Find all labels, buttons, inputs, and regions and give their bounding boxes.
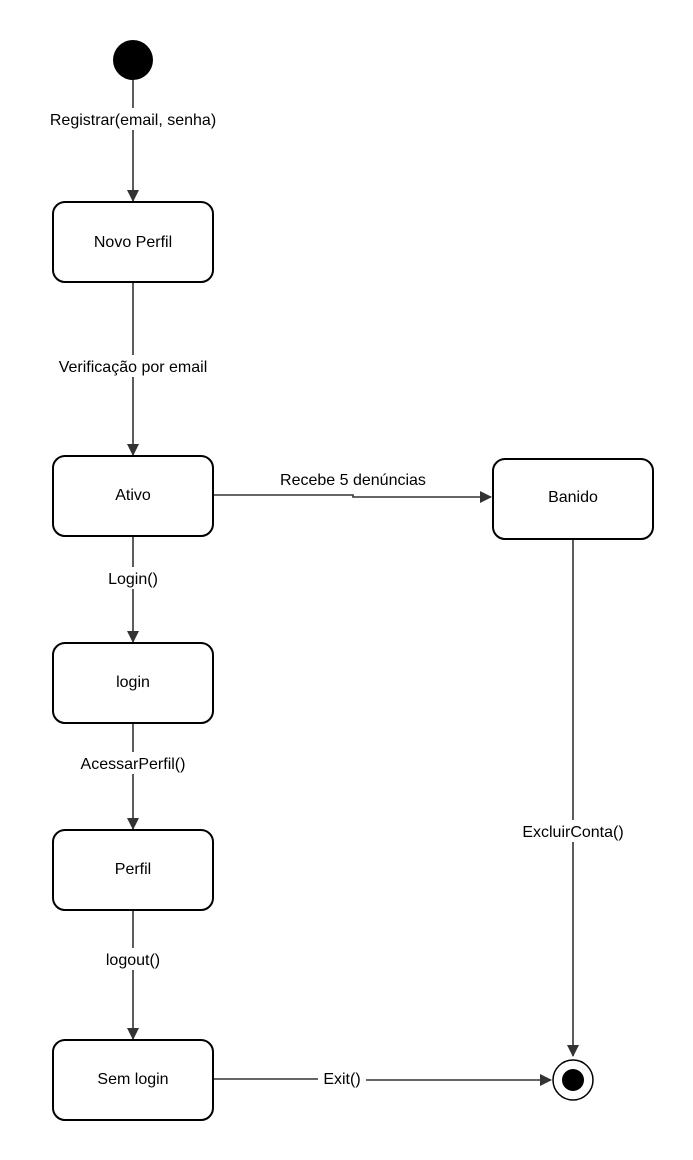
state-novo-perfil: Novo Perfil	[52, 201, 214, 283]
label-login-text: Login()	[108, 571, 158, 588]
state-perfil: Perfil	[52, 829, 214, 911]
label-denuncias-text: Recebe 5 denúncias	[280, 472, 426, 489]
label-excluir-conta: ExcluirConta()	[513, 820, 633, 842]
label-denuncias: Recebe 5 denúncias	[280, 472, 426, 489]
label-registrar-text: Registrar(email, senha)	[50, 112, 216, 129]
state-perfil-label: Perfil	[115, 861, 151, 878]
state-ativo-label: Ativo	[115, 487, 151, 504]
state-login-label: login	[116, 674, 150, 691]
label-registrar: Registrar(email, senha)	[38, 108, 228, 130]
label-exit-text: Exit()	[323, 1071, 360, 1088]
label-login: Login()	[103, 567, 163, 589]
state-banido-label: Banido	[548, 489, 598, 506]
edge-exit	[213, 1074, 552, 1086]
label-exit: Exit()	[318, 1067, 366, 1089]
final-state	[552, 1059, 594, 1101]
label-verificacao: Verificação por email	[48, 355, 218, 377]
state-novo-perfil-label: Novo Perfil	[94, 234, 172, 251]
label-verificacao-text: Verificação por email	[59, 359, 208, 376]
label-excluir-conta-text: ExcluirConta()	[522, 824, 623, 841]
state-sem-login-label: Sem login	[97, 1071, 168, 1088]
state-ativo: Ativo	[52, 455, 214, 537]
state-sem-login: Sem login	[52, 1039, 214, 1121]
state-banido: Banido	[492, 458, 654, 540]
state-login: login	[52, 642, 214, 724]
label-acessar-perfil: AcessarPerfil()	[72, 752, 194, 774]
label-logout-text: logout()	[106, 952, 160, 969]
label-acessar-perfil-text: AcessarPerfil()	[81, 756, 186, 773]
edge-denuncias	[213, 491, 492, 503]
label-logout: logout()	[100, 948, 166, 970]
initial-state	[113, 40, 153, 80]
